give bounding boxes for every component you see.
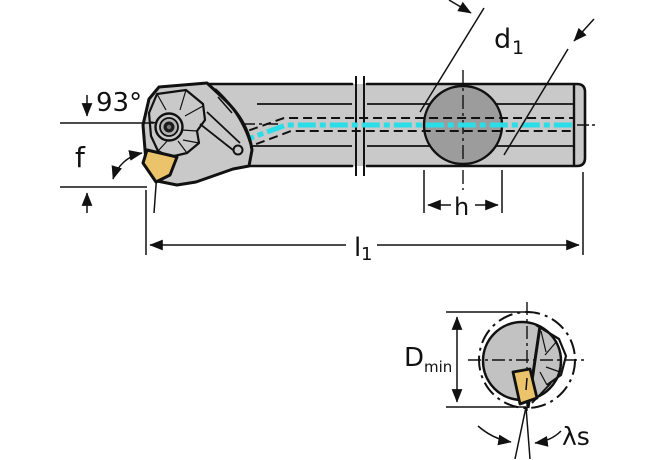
- coolant-centerline-cyan: [236, 122, 572, 146]
- section-insert: [511, 367, 539, 406]
- dmin-label-base: D: [404, 343, 424, 373]
- d1-label-base: d: [494, 24, 511, 55]
- d1-label-sub: 1: [512, 37, 524, 59]
- coolant-outlet-hole: [232, 144, 244, 156]
- section-insert-edge-mark: [525, 377, 528, 391]
- dim-overall-length-l1: l 1: [145, 172, 584, 265]
- main-side-view: 93° f d 1 h: [60, 0, 598, 265]
- dim-bar-diameter-d1: d 1: [419, 0, 595, 156]
- cutting-insert: [141, 148, 179, 184]
- d1-tangent-right: [503, 48, 569, 156]
- dim-min-bore-dmin: D min: [404, 311, 528, 408]
- clamp-screw-center: [166, 124, 172, 130]
- clamp-facet-lines: [150, 89, 204, 154]
- clamp-arm-lines: [199, 111, 241, 151]
- clamp-outline: [147, 88, 207, 159]
- lambda-label: λs: [562, 422, 590, 451]
- d1-arrow-left: [448, 0, 472, 14]
- coolant-bore-lower-dashed: [242, 130, 573, 150]
- head-cone-curve: [214, 88, 254, 150]
- h-label: h: [454, 193, 469, 221]
- dim-tip-offset-f: f: [60, 122, 154, 213]
- cross-section-view: D min λs: [404, 302, 590, 460]
- d1-arrow-right: [573, 18, 595, 42]
- lambda-arrow-left: [477, 425, 512, 446]
- l1-label-sub: 1: [361, 244, 372, 265]
- coolant-bore-upper-dashed: [235, 117, 573, 136]
- lambda-ref-line-left: [514, 406, 527, 460]
- section-clamp-facets: [539, 330, 561, 386]
- lambda-arrow-right: [534, 430, 562, 447]
- lambda-ref-line-right: [525, 406, 531, 460]
- section-clamp-outline: [535, 324, 568, 386]
- dim-inclination-lambda: λs: [477, 422, 590, 451]
- dmin-label-sub: min: [424, 358, 452, 376]
- approach-angle-label: 93°: [96, 88, 142, 118]
- approach-angle-arc: [111, 150, 143, 180]
- d1-tangent-left: [419, 7, 485, 113]
- dim-head-length-h: h: [423, 170, 503, 221]
- f-label: f: [75, 141, 86, 174]
- dim-approach-angle: 93°: [81, 88, 143, 180]
- l1-label-base: l: [354, 233, 361, 263]
- head-chamfer-line: [217, 96, 233, 114]
